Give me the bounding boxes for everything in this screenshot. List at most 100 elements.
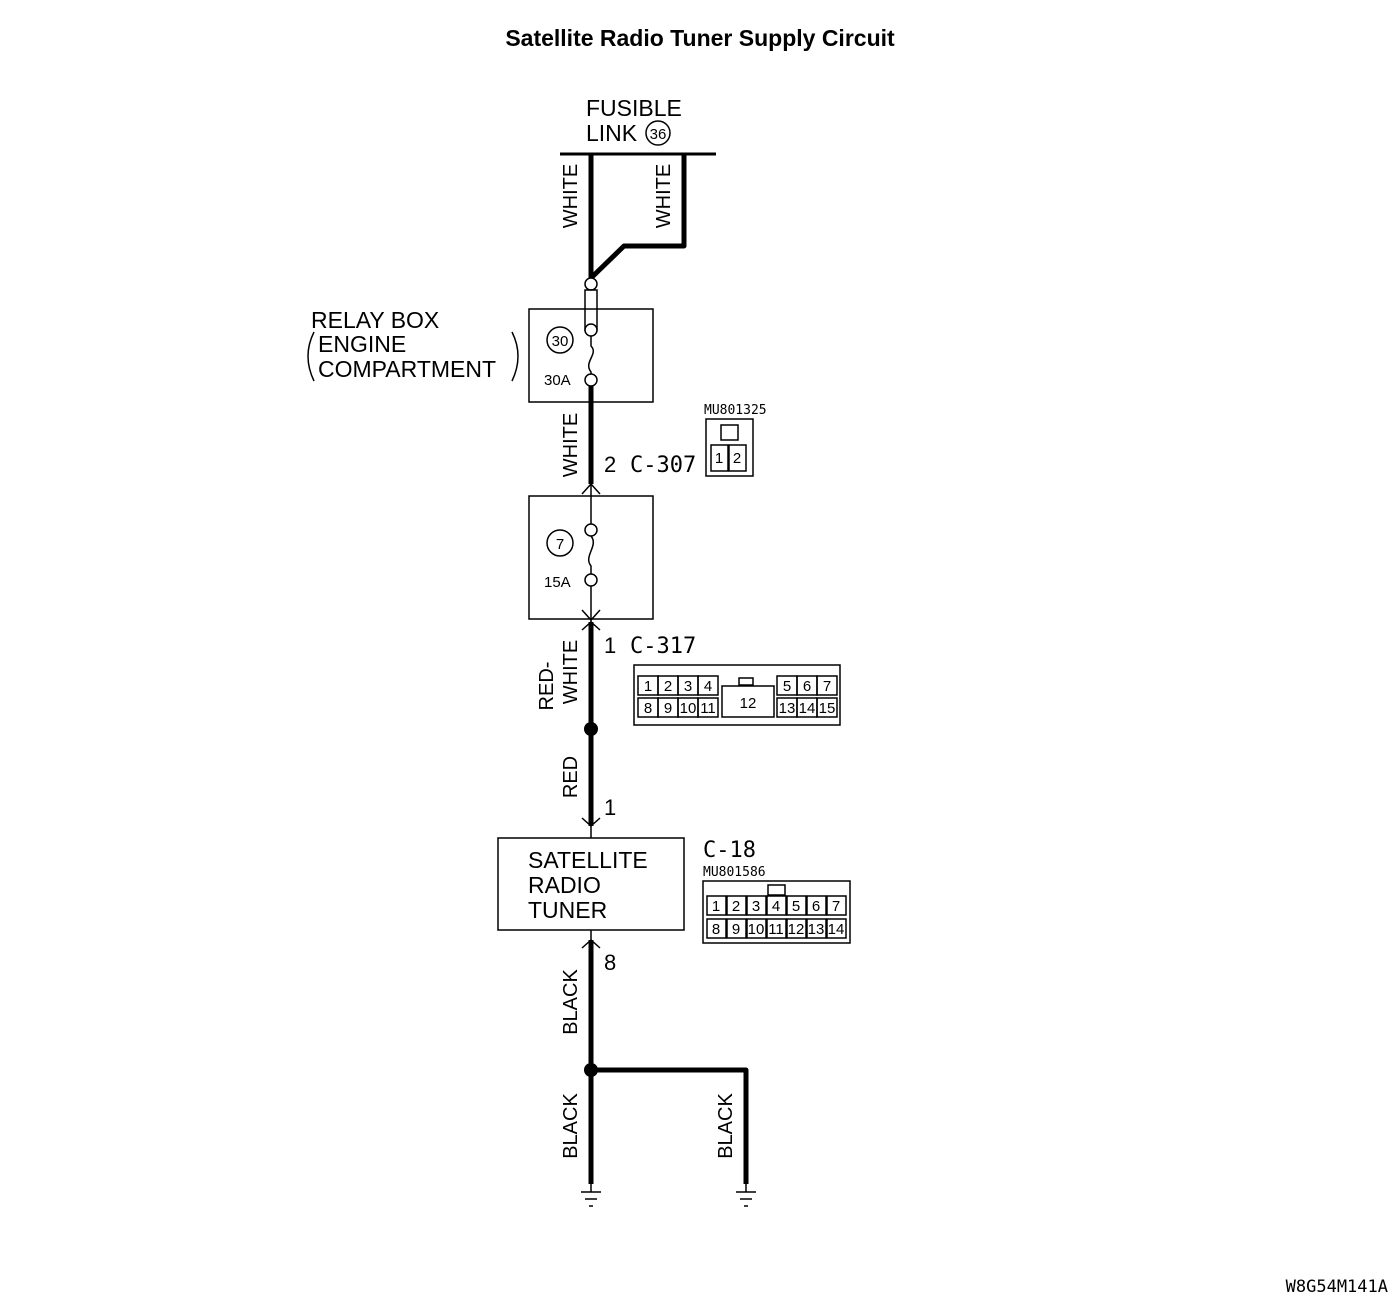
- figure-code: W8G54M141A: [1286, 1277, 1388, 1297]
- fuse-7-box: 7 15A: [528, 484, 654, 622]
- c317-cell: [816, 675, 838, 696]
- tuner-label-line3: TUNER: [528, 897, 607, 923]
- c18-cell: [826, 895, 847, 916]
- c317-pin-label: 6: [803, 678, 811, 695]
- c317-pin-label: 11: [700, 700, 716, 717]
- c18-pin-label: 12: [788, 921, 805, 938]
- fuse-7-symbol: [588, 535, 594, 574]
- c18-cell: [726, 895, 747, 916]
- wire-relay-to-c307-label: WHITE: [560, 413, 582, 477]
- c18-pin-label: 4: [772, 898, 780, 915]
- c317-center-cell: [721, 685, 775, 718]
- fuse-30-symbol: [588, 336, 594, 374]
- fuse-30-rating: 30A: [544, 372, 571, 389]
- c18-cell: [786, 918, 807, 939]
- tuner-label-line2: RADIO: [528, 872, 601, 898]
- wire-black-lower-right-label: BLACK: [715, 1093, 737, 1159]
- c317-pin-label: 3: [684, 678, 692, 695]
- c18-name: C-18: [703, 838, 756, 863]
- c18-pin-label: 8: [712, 921, 720, 938]
- c307-part-number: MU801325: [704, 403, 767, 418]
- fuse-30-number: 30: [552, 333, 569, 350]
- diagram-title: Satellite Radio Tuner Supply Circuit: [505, 25, 895, 51]
- c307-pin-cell-2: [728, 444, 747, 472]
- tuner-pin-in: 1: [604, 795, 616, 820]
- c317-pin-label: 1: [644, 678, 652, 695]
- c317-cell: [816, 697, 838, 718]
- c18-pin-label: 14: [828, 921, 845, 938]
- c18-pin-label: 6: [812, 898, 820, 915]
- c317-face: [633, 664, 841, 726]
- fusible-link-label-line1: FUSIBLE: [586, 95, 682, 121]
- c18-cell: [746, 895, 767, 916]
- ground-icon: [736, 1184, 756, 1207]
- connector-c18: C-18 MU801586 1 2 3 4 5 6 7: [702, 838, 851, 944]
- fusible-link-element: [584, 277, 598, 337]
- c18-cell: [766, 895, 787, 916]
- c18-pins-bottom: 8 9 10 11 12 13 14: [706, 918, 847, 939]
- c317-latch: [738, 677, 754, 686]
- fuse-30-terminal-bottom: [584, 373, 598, 387]
- wire-top-right: [589, 154, 687, 280]
- fuse-7-terminal-bottom: [584, 573, 598, 587]
- c18-pin-label: 7: [832, 898, 840, 915]
- c317-pins-top-left: 1 2 3 4: [637, 675, 719, 696]
- c317-pin-center: 12: [740, 695, 757, 712]
- satellite-radio-tuner: SATELLITE RADIO TUNER: [497, 837, 685, 931]
- c317-pin-label: 13: [779, 700, 796, 717]
- c307-pin: 2: [604, 452, 616, 477]
- c307-latch: [720, 424, 739, 441]
- tuner-label-line1: SATELLITE: [528, 847, 648, 873]
- tuner-pin-out: 8: [604, 950, 616, 975]
- c18-face: [702, 880, 851, 944]
- fuse-7-arrow-bottom: [581, 609, 601, 622]
- c317-pin-label: 10: [680, 700, 697, 717]
- fusible-link-terminal-top: [584, 277, 598, 291]
- c317-name: C-317: [630, 634, 696, 659]
- c18-pin-label: 2: [732, 898, 740, 915]
- c307-face: [705, 418, 754, 477]
- c18-part-number: MU801586: [703, 865, 766, 880]
- c317-pin-label: 2: [664, 678, 672, 695]
- fusible-link-number-circle: [645, 120, 671, 146]
- connector-c317: RED- WHITE 1 C-317 12 1 2 3 4 5 6 7: [536, 620, 841, 729]
- c18-cell: [806, 895, 827, 916]
- relay-box-label-line2: ENGINE: [318, 331, 406, 357]
- c317-pins-top-right: 5 6 7: [776, 675, 838, 696]
- relay-box-label-line1: RELAY BOX: [311, 307, 439, 333]
- wire-top-left-label: WHITE: [560, 164, 582, 228]
- wire-black-lower-left-label: BLACK: [560, 1093, 582, 1159]
- fuse-30-number-circle: [546, 326, 574, 354]
- connector-c307: 2 C-307 MU801325 1 2: [581, 403, 767, 495]
- wire-black-lower-right: [591, 1067, 749, 1184]
- wire-red-label: RED: [560, 756, 582, 798]
- c317-pin-label: 7: [823, 678, 831, 695]
- wire-red-white-label-line1: RED-: [536, 662, 558, 711]
- c307-name: C-307: [630, 453, 696, 478]
- c317-pin-label: 9: [664, 700, 672, 717]
- c317-pin-label: 14: [799, 700, 816, 717]
- fusible-link: FUSIBLE LINK 36: [560, 95, 716, 156]
- c18-pin-label: 10: [748, 921, 765, 938]
- c317-pin: 1: [604, 633, 616, 658]
- c317-pin-label: 5: [783, 678, 791, 695]
- wire-red-white-label-line2: WHITE: [560, 640, 582, 704]
- c18-cell: [766, 918, 787, 939]
- c18-pin-label: 11: [768, 921, 784, 938]
- fuse-7-rating: 15A: [544, 574, 571, 591]
- c317-cell: [697, 697, 719, 718]
- fusible-link-terminal-bottom: [584, 323, 598, 337]
- c307-pin-cell-1: [710, 444, 729, 472]
- c18-pins-top: 1 2 3 4 5 6 7: [706, 895, 847, 916]
- fuse-7-number-circle: [546, 529, 574, 557]
- top-wires: WHITE WHITE: [560, 154, 687, 280]
- wire-top-right-label: WHITE: [653, 164, 675, 228]
- c18-pin-label: 3: [752, 898, 760, 915]
- c18-pin-label: 1: [712, 898, 720, 915]
- c317-cell: [697, 675, 719, 696]
- c18-cell: [746, 918, 767, 939]
- c317-pin-label: 8: [644, 700, 652, 717]
- relay-box: RELAY BOX ENGINE COMPARTMENT 30 30A: [307, 307, 654, 403]
- c18-pin-label: 13: [808, 921, 825, 938]
